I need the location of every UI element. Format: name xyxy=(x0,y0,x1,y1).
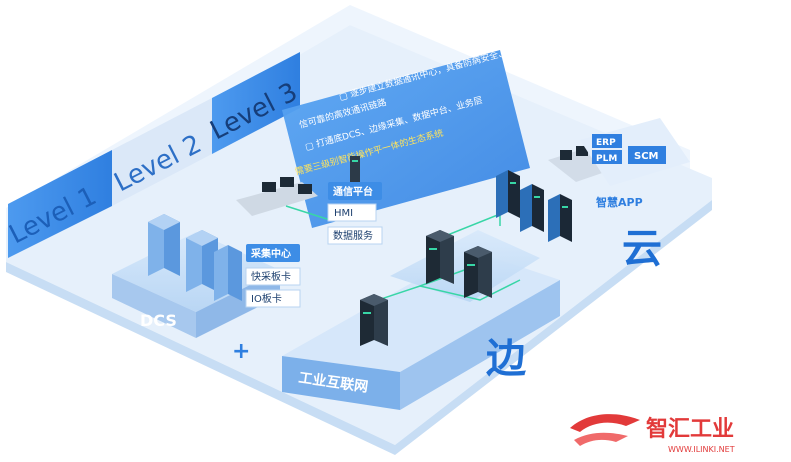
comm-title-tag xyxy=(328,182,382,200)
level-banner-3 xyxy=(212,52,300,154)
console-link xyxy=(285,205,331,221)
cloud-app-erp: ERP xyxy=(596,138,616,148)
watermark-logo-icon xyxy=(570,414,640,446)
cloud-rack-1 xyxy=(496,170,520,218)
collect-title-tag xyxy=(246,244,300,262)
cloud-app-plm: PLM xyxy=(596,154,617,164)
collect-item-1: 快采板卡 xyxy=(251,270,291,283)
watermark-url: WWW.ILINKI.NET xyxy=(668,445,735,454)
iiot-server-3 xyxy=(464,246,492,298)
cloud-app-scm: SCM xyxy=(634,151,659,162)
comm-title: 通信平台 xyxy=(333,185,373,198)
dcs-label: DCS xyxy=(140,311,177,330)
comm-item-tag-2 xyxy=(327,226,383,245)
level-banner-1 xyxy=(8,150,112,258)
collect-item-tag-2 xyxy=(245,289,301,308)
plus-sign: + xyxy=(232,339,250,364)
collect-item-tag-1 xyxy=(245,267,301,286)
comm-rack xyxy=(350,156,360,182)
cloud-app-panel xyxy=(580,118,690,186)
dcs-cabinet-2 xyxy=(186,230,218,292)
smart-app-label: 智慧APP xyxy=(596,195,643,209)
edge-label: 边 xyxy=(486,336,527,382)
watermark-brand: 智汇工业 xyxy=(646,416,734,442)
level-banner-2 xyxy=(112,98,212,206)
cloud-rack-3 xyxy=(548,194,572,242)
comm-item-2: 数据服务 xyxy=(333,229,373,242)
cloud-label: 云 xyxy=(622,226,662,272)
operator-console xyxy=(236,177,318,216)
dcs-cabinet-3 xyxy=(214,245,242,301)
iiot-server-1 xyxy=(360,294,388,346)
collect-item-2: IO板卡 xyxy=(251,292,282,305)
collect-title: 采集中心 xyxy=(250,247,291,260)
cloud-rack-2 xyxy=(520,184,544,232)
dcs-cabinet-1 xyxy=(148,214,180,276)
iiot-server-2 xyxy=(426,230,454,284)
comm-item-tag-1 xyxy=(327,203,377,222)
comm-item-1: HMI xyxy=(334,208,353,219)
